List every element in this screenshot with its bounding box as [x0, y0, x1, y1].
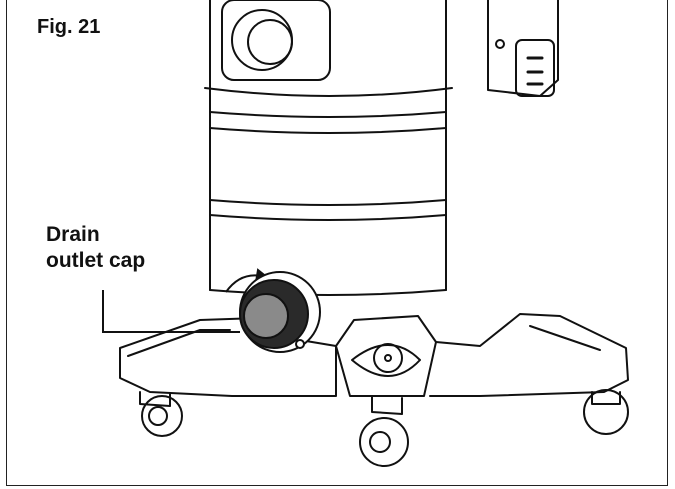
caster-left-mount: [139, 391, 171, 407]
dolly-right-arm: [429, 313, 629, 397]
head-rim: [204, 87, 453, 97]
figure-frame: [6, 0, 668, 486]
drain-outlet-cap: [225, 268, 321, 353]
callout-leader-line: [102, 290, 240, 333]
tank-rib-top: [209, 111, 447, 134]
caster-right-wheel: [583, 389, 629, 435]
hose-inlet-ring: [231, 9, 293, 71]
caster-center-wheel: [359, 417, 409, 467]
side-latch-grip: [515, 39, 555, 97]
callout-line-1: Drain: [46, 223, 100, 246]
dolly-left-arm: [119, 317, 337, 397]
drain-cap-callout: Drain outlet cap: [46, 222, 145, 274]
tank-body-outline: [209, 0, 447, 291]
caster-left-wheel: [141, 395, 183, 437]
figure-label: Fig. 21: [37, 16, 101, 38]
tank-rib-middle: [209, 199, 447, 221]
hose-inlet-housing: [221, 0, 331, 81]
hose-inlet-bore: [247, 19, 293, 65]
callout-line-2: outlet cap: [46, 249, 146, 272]
